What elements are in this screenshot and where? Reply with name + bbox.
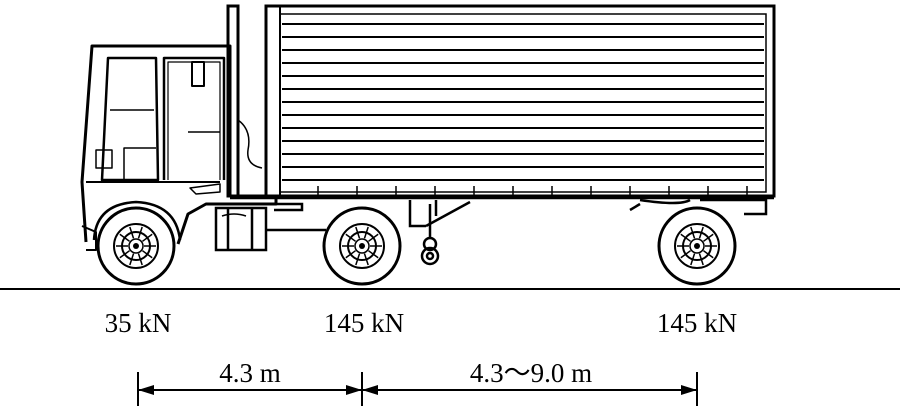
wheels — [96, 206, 737, 286]
cargo-box-slats — [282, 23, 764, 196]
spacing-middle-to-rear: 4.3～9.0 m — [470, 358, 592, 388]
truck-cab — [80, 44, 278, 251]
dimension-lines — [137, 372, 698, 406]
fuel-tank — [214, 206, 326, 252]
axle-load-middle: 145 kN — [324, 308, 404, 338]
rear-wheel — [657, 206, 737, 286]
middle-wheel — [322, 206, 402, 286]
dimension-arrows — [138, 385, 697, 395]
exhaust-stack — [226, 4, 263, 198]
axle-load-rear: 145 kN — [657, 308, 737, 338]
axle-load-front: 35 kN — [105, 308, 172, 338]
cargo-box — [264, 4, 776, 198]
trailer-hitch — [420, 204, 440, 266]
spacing-front-to-middle: 4.3 m — [219, 358, 281, 388]
chassis-frame — [230, 196, 774, 228]
front-wheel — [96, 206, 176, 286]
